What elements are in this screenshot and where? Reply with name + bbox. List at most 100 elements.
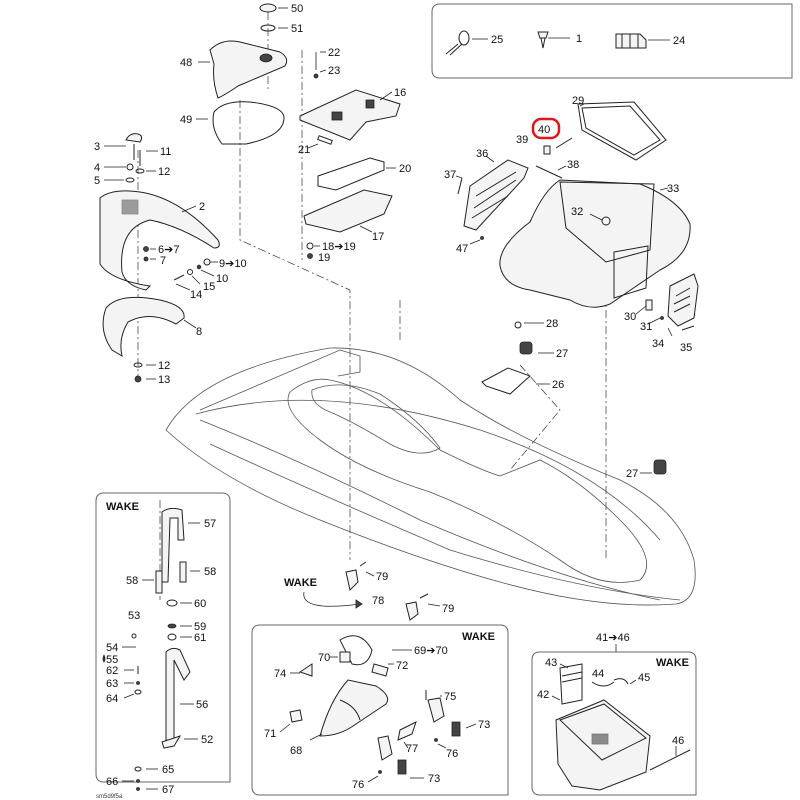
part-42-label xyxy=(559,663,583,705)
callout-76b[interactable]: 76 xyxy=(352,779,364,791)
callout-36[interactable]: 36 xyxy=(476,148,488,160)
callout-8[interactable]: 8 xyxy=(196,326,202,338)
callout-63[interactable]: 63 xyxy=(106,678,118,690)
hardware-box: 25 1 24 xyxy=(431,3,793,79)
callout-27b[interactable]: 27 xyxy=(626,468,638,480)
callout-68[interactable]: 68 xyxy=(290,745,302,757)
callout-73b[interactable]: 73 xyxy=(428,773,440,785)
part-17-plate xyxy=(303,189,393,233)
callout-56[interactable]: 56 xyxy=(196,699,208,711)
callout-14[interactable]: 14 xyxy=(190,289,202,301)
callout-30[interactable]: 30 xyxy=(624,311,636,323)
callout-43[interactable]: 43 xyxy=(545,657,557,669)
part-27-plug xyxy=(519,341,533,355)
callout-23[interactable]: 23 xyxy=(328,65,340,77)
wake-box-left-frame xyxy=(95,492,231,783)
callout-51[interactable]: 51 xyxy=(291,23,303,35)
callout-48[interactable]: 48 xyxy=(180,57,192,69)
callout-19[interactable]: 19 xyxy=(318,252,330,264)
callout-75[interactable]: 75 xyxy=(444,691,456,703)
callout-79a[interactable]: 79 xyxy=(376,571,388,583)
callout-31[interactable]: 31 xyxy=(640,321,652,333)
callout-67[interactable]: 67 xyxy=(162,784,174,796)
callout-69[interactable]: 69➔70 xyxy=(414,645,448,657)
callout-55[interactable]: 55 xyxy=(106,654,118,666)
callout-12[interactable]: 12 xyxy=(158,166,170,178)
callout-61[interactable]: 61 xyxy=(194,632,206,644)
callout-41[interactable]: 41➔46 xyxy=(596,632,630,644)
callout-42[interactable]: 42 xyxy=(537,689,549,701)
callout-34[interactable]: 34 xyxy=(652,338,664,350)
part-20-seal xyxy=(317,157,385,191)
callout-5[interactable]: 5 xyxy=(94,175,100,187)
callout-77[interactable]: 77 xyxy=(406,743,418,755)
callout-50[interactable]: 50 xyxy=(291,3,303,15)
callout-46[interactable]: 46 xyxy=(672,735,684,747)
callout-54[interactable]: 54 xyxy=(106,642,118,654)
callout-20[interactable]: 20 xyxy=(399,163,411,175)
drop-icon xyxy=(102,654,106,663)
part-33-bin xyxy=(499,179,691,308)
callout-78[interactable]: 78 xyxy=(372,595,384,607)
callout-11[interactable]: 11 xyxy=(160,146,171,158)
wake-box-bottom-frame xyxy=(251,624,509,796)
callout-4[interactable]: 4 xyxy=(94,162,100,174)
callout-62[interactable]: 62 xyxy=(106,665,118,677)
callout-18[interactable]: 18➔19 xyxy=(322,241,356,253)
callout-59[interactable]: 59 xyxy=(194,621,206,633)
callout-17[interactable]: 17 xyxy=(372,231,384,243)
callout-70[interactable]: 70 xyxy=(318,652,330,664)
callout-16[interactable]: 16 xyxy=(394,87,406,99)
callout-22[interactable]: 22 xyxy=(328,47,340,59)
callout-13[interactable]: 13 xyxy=(158,374,170,386)
callout-25[interactable]: 25 xyxy=(491,34,503,46)
callout-64[interactable]: 64 xyxy=(106,693,118,705)
callout-44[interactable]: 44 xyxy=(592,668,604,680)
callout-52[interactable]: 52 xyxy=(201,734,213,746)
callout-10[interactable]: 10 xyxy=(216,273,228,285)
callout-47[interactable]: 47 xyxy=(456,243,468,255)
callout-58a[interactable]: 58 xyxy=(126,575,138,587)
callout-3[interactable]: 3 xyxy=(94,141,100,153)
callout-27[interactable]: 27 xyxy=(556,348,568,360)
part-73-clamp-a xyxy=(451,721,461,737)
callout-38[interactable]: 38 xyxy=(567,159,579,171)
callout-2[interactable]: 2 xyxy=(199,201,205,213)
callout-29[interactable]: 29 xyxy=(572,95,584,107)
callout-73a[interactable]: 73 xyxy=(478,719,490,731)
part-56-post-tube xyxy=(165,647,191,741)
callout-71[interactable]: 71 xyxy=(264,728,276,740)
callout-53[interactable]: 53 xyxy=(128,610,140,622)
callout-7[interactable]: 7 xyxy=(160,255,166,267)
callout-65[interactable]: 65 xyxy=(162,764,174,776)
callout-21[interactable]: 21 xyxy=(298,144,310,156)
callout-28[interactable]: 28 xyxy=(546,318,558,330)
callout-49[interactable]: 49 xyxy=(180,114,192,126)
callout-6[interactable]: 6➔7 xyxy=(158,244,179,256)
callout-74[interactable]: 74 xyxy=(274,668,286,680)
callout-1[interactable]: 1 xyxy=(576,33,582,45)
callout-58b[interactable]: 58 xyxy=(204,566,216,578)
callout-39[interactable]: 39 xyxy=(516,134,528,146)
callout-37[interactable]: 37 xyxy=(444,169,456,181)
callout-33[interactable]: 33 xyxy=(667,183,679,195)
wake-covers-group: WAKE 79 78 79 xyxy=(284,561,454,621)
callout-15[interactable]: 15 xyxy=(203,281,215,293)
hardware-box-frame xyxy=(431,3,793,79)
callout-72[interactable]: 72 xyxy=(396,660,408,672)
callout-57[interactable]: 57 xyxy=(204,518,216,530)
callout-35[interactable]: 35 xyxy=(680,342,692,354)
callout-12b[interactable]: 12 xyxy=(158,360,170,372)
part-27-plug-b xyxy=(653,459,667,475)
callout-79b[interactable]: 79 xyxy=(442,603,454,615)
callout-66[interactable]: 66 xyxy=(106,776,118,788)
callout-24[interactable]: 24 xyxy=(673,35,685,47)
wake-label-right: WAKE xyxy=(656,657,689,669)
callout-60[interactable]: 60 xyxy=(194,598,206,610)
callout-26[interactable]: 26 xyxy=(552,379,564,391)
callout-9[interactable]: 9➔10 xyxy=(219,258,247,270)
callout-40[interactable]: 40 xyxy=(538,124,550,136)
callout-76a[interactable]: 76 xyxy=(446,748,458,760)
callout-45[interactable]: 45 xyxy=(638,672,650,684)
callout-32[interactable]: 32 xyxy=(571,206,583,218)
